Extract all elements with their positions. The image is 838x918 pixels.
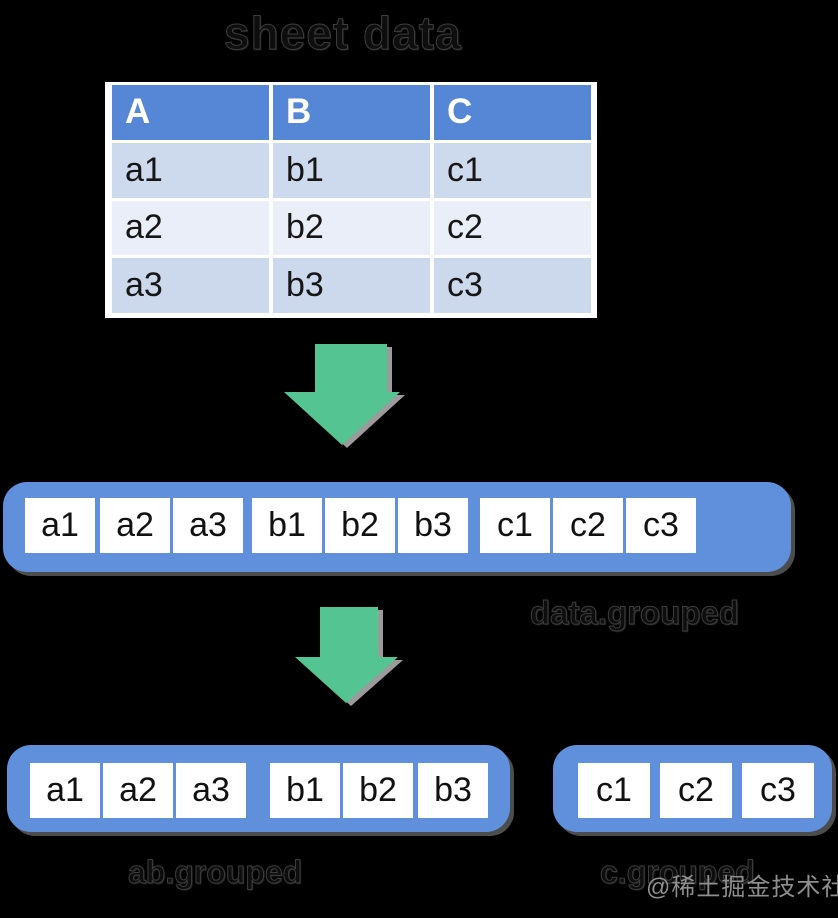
table-cell: c1 <box>434 142 591 198</box>
array-cell: c1 <box>480 498 550 553</box>
table-cell: b3 <box>273 258 430 313</box>
array-cell: a2 <box>103 763 173 818</box>
array-cell: b3 <box>398 498 468 553</box>
down-arrow-icon <box>295 607 403 706</box>
array-cell: b3 <box>418 763 488 818</box>
table-cell: a1 <box>112 142 269 198</box>
table-cell: b1 <box>273 142 430 198</box>
array-cell: c3 <box>626 498 696 553</box>
array-cell: b1 <box>252 498 322 553</box>
split-array-bar-ab: a1 a2 a3 b1 b2 b3 <box>7 745 510 832</box>
table-header-cell-a: A <box>112 85 269 140</box>
array-cell: b2 <box>343 763 413 818</box>
array-cell: c2 <box>660 763 732 818</box>
flat-array-bar: a1 a2 a3 b1 b2 b3 c1 c2 c3 <box>3 482 791 572</box>
table-header-cell-c: C <box>434 85 591 140</box>
down-arrow-icon <box>284 344 405 448</box>
diagram-title: sheet data <box>224 7 462 60</box>
array-cell: c1 <box>578 763 650 818</box>
table-row: a1 b1 c1 <box>112 142 591 198</box>
watermark: @稀土掘金技术社区 <box>646 874 838 901</box>
table-cell: c3 <box>434 258 591 313</box>
array-cell: a3 <box>176 763 246 818</box>
array-cell: b1 <box>270 763 340 818</box>
table-cell: b2 <box>273 200 430 256</box>
flat-bar-label: data.grouped <box>529 594 740 632</box>
table-row: a3 b3 c3 <box>112 258 591 313</box>
table-cell: a2 <box>112 200 269 256</box>
table-header-row: A B C <box>112 85 591 140</box>
table-cell: a3 <box>112 258 269 313</box>
split-array-bar-c: c1 c2 c3 <box>553 745 832 832</box>
split-bar-c-label: c.grouped <box>600 854 756 891</box>
array-cell: c2 <box>553 498 623 553</box>
table-header-cell-b: B <box>273 85 430 140</box>
array-cell: b2 <box>325 498 395 553</box>
table-cell: c2 <box>434 200 591 256</box>
source-table: A B C a1 b1 c1 a2 b2 c2 a3 b3 c3 <box>105 82 597 318</box>
table-row: a2 b2 c2 <box>112 200 591 256</box>
array-cell: a1 <box>30 763 100 818</box>
array-cell: a3 <box>173 498 243 553</box>
array-cell: c3 <box>742 763 814 818</box>
array-cell: a1 <box>25 498 95 553</box>
array-cell: a2 <box>100 498 170 553</box>
split-bar-ab-label: ab.grouped <box>127 854 303 891</box>
